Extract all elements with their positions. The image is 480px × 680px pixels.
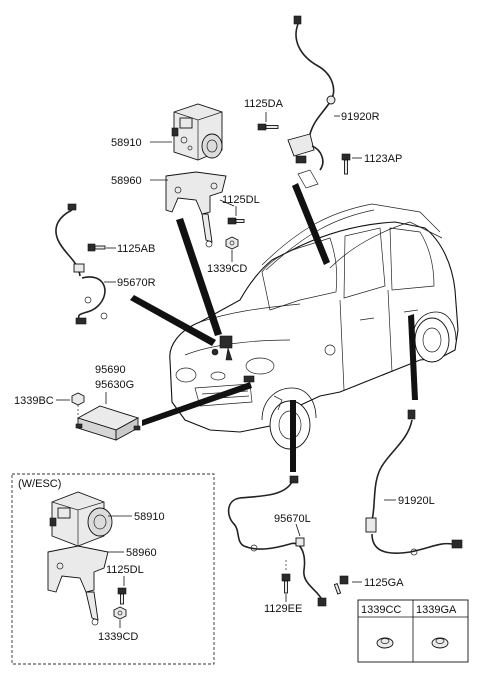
callout-module-b: 95630G [95,379,134,391]
pointer-arrows [130,183,418,472]
grommet-table: 1339CC 1339GA [357,599,469,663]
bolt-icon [257,123,279,131]
callout-bolt-bracket: 1125DL [222,194,260,206]
table-header-left: 1339CC [361,604,401,616]
bolt-icon [227,217,245,225]
esc-callout-bolt: 1125DL [106,564,144,576]
callout-rear-sensor-right: 91920R [341,111,380,123]
callout-front-sensor-left: 95670L [274,513,311,525]
esc-callout-abs-unit: 58910 [134,511,165,523]
wheel-speed-sensor-icon [287,15,336,189]
callout-bolt-rear-clip: 1123AP [364,153,402,165]
callout-bolt-front-sensor: 1125AB [117,243,155,255]
esc-callout-nut: 1339CD [98,631,138,643]
callout-module-a: 95690 [95,364,126,376]
wheel-speed-sensor-icon [55,203,108,325]
hydraulic-unit-icon [171,103,223,161]
nut-icon [225,236,239,250]
callout-nut-module: 1339BC [14,395,54,407]
control-module-icon [75,405,141,441]
callout-front-sensor-right: 95670R [117,277,156,289]
mounting-bracket-icon [47,545,109,626]
callout-nut-bracket: 1339CD [207,263,247,275]
bolt-icon [341,153,351,175]
callout-bracket: 58960 [111,175,142,187]
callout-bolt-rear-left: 1125GA [364,577,404,589]
nut-icon [71,392,85,416]
bolt-icon [117,587,127,605]
esc-title: (W/ESC) [18,478,61,490]
bolt-icon [333,575,349,595]
bolt-icon [281,560,291,594]
nut-icon [113,606,127,620]
callout-bolt-rear-r: 1125DA [244,98,284,110]
callout-abs-unit: 58910 [111,137,142,149]
esc-variant-box [11,473,215,665]
wheel-speed-sensor-icon [365,409,463,556]
bolt-icon [87,243,106,252]
grommet-icon [431,637,449,649]
wheel-speed-sensor-icon [227,475,327,607]
esc-callout-bracket: 58960 [126,547,157,559]
callout-bolt-sensor-left: 1129EE [264,603,302,615]
vehicle-icon [169,203,459,450]
callout-rear-sensor-left: 91920L [398,495,435,507]
hydraulic-unit-icon [49,491,113,547]
mounting-bracket-icon [165,171,227,248]
table-header-right: 1339GA [416,604,457,616]
grommet-icon [376,637,394,649]
